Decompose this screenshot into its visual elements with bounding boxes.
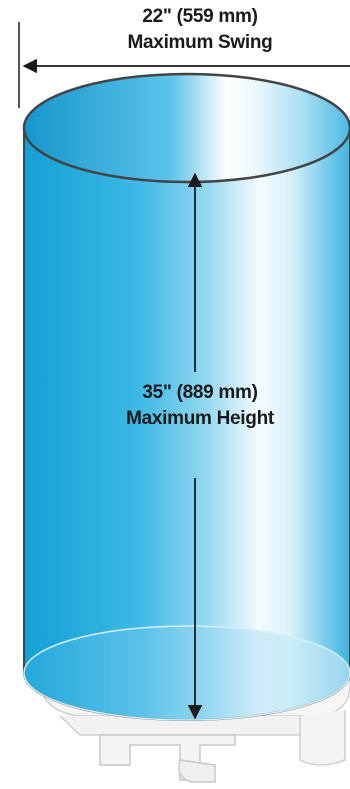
height-dimension-label: 35" (889 mm) Maximum Height bbox=[90, 380, 310, 432]
cylinder-top-ellipse bbox=[22, 72, 350, 184]
swing-caption: Maximum Swing bbox=[127, 32, 273, 53]
spindle-slot bbox=[178, 759, 216, 783]
swing-dimension-label: 22" (559 mm) Maximum Swing bbox=[90, 4, 310, 56]
spindle-bracket bbox=[99, 734, 236, 781]
cylinder-bottom-ellipse bbox=[23, 625, 350, 721]
height-value: 35" (889 mm) bbox=[142, 382, 258, 403]
base-right-flange bbox=[299, 710, 346, 766]
height-caption: Maximum Height bbox=[126, 408, 274, 429]
swing-value: 22" (559 mm) bbox=[142, 6, 258, 27]
